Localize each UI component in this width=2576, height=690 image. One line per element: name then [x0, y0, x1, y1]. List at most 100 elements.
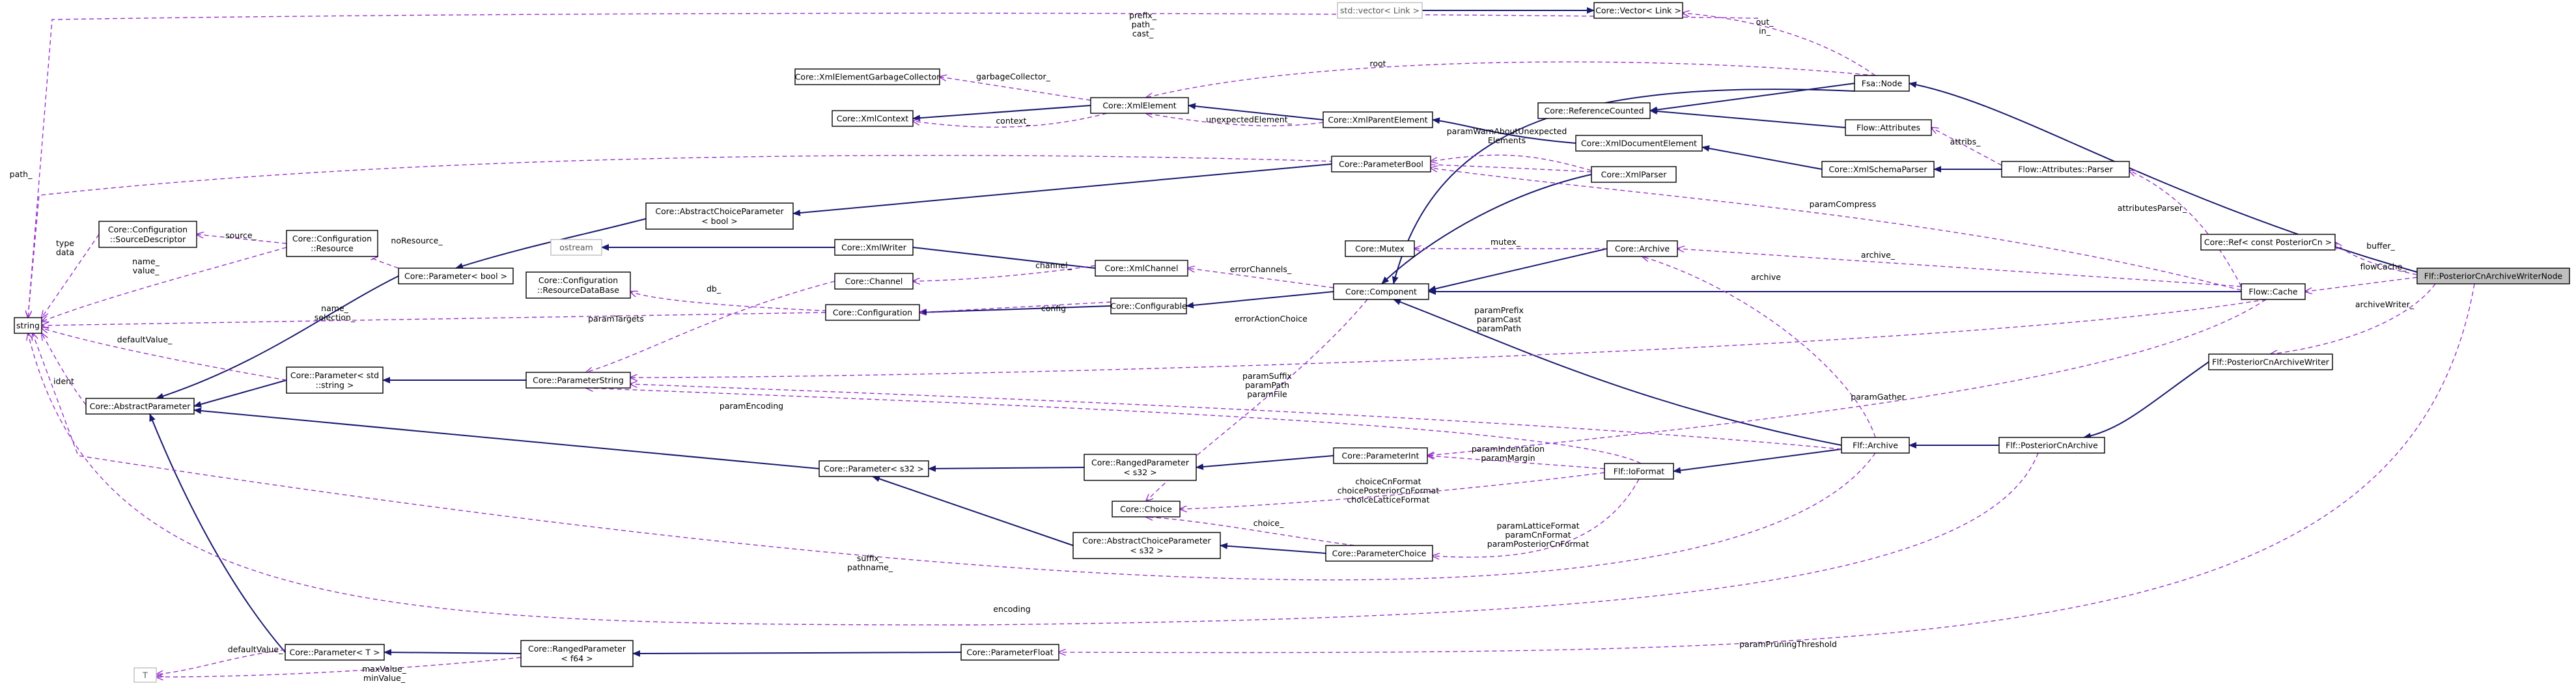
edges	[28, 7, 2475, 677]
inheritance-edge-focus-node	[1909, 81, 2418, 273]
class-node-attributes[interactable]: Flow::Attributes	[1845, 119, 1932, 136]
class-node-label: Core::AbstractChoiceParameter	[655, 206, 784, 216]
class-node-box	[1593, 2, 1683, 19]
class-node-box	[14, 317, 42, 334]
class-node-resources-db[interactable]: Core::Configuration::ResourceDataBase	[525, 271, 631, 299]
class-node-box	[1072, 532, 1221, 559]
class-node-abstract-choice-s32[interactable]: Core::AbstractChoiceParameter< s32 >	[1072, 532, 1221, 559]
class-node-focus[interactable]: Flf::PosteriorCnArchiveWriterNode	[2416, 268, 2570, 284]
usage-edge-out-in	[1683, 13, 1876, 76]
class-node-param-s32[interactable]: Core::Parameter< s32 >	[819, 460, 929, 477]
class-node-abstract-param[interactable]: Core::AbstractParameter	[85, 398, 195, 415]
class-node-label: < s32 >	[1123, 467, 1156, 477]
class-node-abstract-choice-bool[interactable]: Core::AbstractChoiceParameter< bool >	[645, 202, 794, 230]
usage-edge-unexpected-element	[1146, 113, 1324, 126]
class-node-label: ::SourceDescriptor	[110, 234, 186, 244]
class-node-choice[interactable]: Core::Choice	[1112, 501, 1181, 518]
class-node-box	[1325, 545, 1433, 562]
class-node-source-desc[interactable]: Core::Configuration::SourceDescriptor	[98, 221, 197, 248]
class-node-ref-cn[interactable]: Core::Ref< const PosteriorCn >	[2200, 234, 2336, 251]
class-node-flow-cache[interactable]: Flow::Cache	[2241, 283, 2306, 300]
class-node-box	[1841, 437, 1910, 454]
class-node-schema-parser[interactable]: Core::XmlSchemaParser	[1821, 161, 1935, 178]
class-node-label: < f64 >	[561, 654, 593, 663]
class-node-label: Flf::IoFormat	[1614, 467, 1665, 476]
class-node-ostream[interactable]: ostream	[550, 239, 602, 256]
class-node-param-bool-t[interactable]: Core::Parameter< bool >	[398, 268, 514, 284]
class-node-flf-archive[interactable]: Flf::Archive	[1841, 437, 1910, 454]
class-node-label: Core::ParameterBool	[1339, 159, 1423, 169]
class-node-label: Core::Configuration	[539, 275, 618, 285]
class-node-xml-gc[interactable]: Core::XmlElementGarbageCollector	[794, 68, 940, 85]
class-node-ranged-s32[interactable]: Core::RangedParameter< s32 >	[1084, 454, 1197, 481]
class-node-xml-parent[interactable]: Core::XmlParentElement	[1323, 111, 1433, 128]
class-node-param-choice[interactable]: Core::ParameterChoice	[1325, 545, 1433, 562]
class-node-xml-writer[interactable]: Core::XmlWriter	[834, 239, 914, 256]
inheritance-edge-cnarchivewriter-cnarchive	[2083, 361, 2209, 439]
class-node-mutex[interactable]: Core::Mutex	[1345, 240, 1415, 257]
class-node-conf-resource[interactable]: Core::Configuration::Resource	[286, 230, 378, 257]
inheritance-edge-paramstringt-abstractparam	[193, 380, 287, 407]
class-node-configuration[interactable]: Core::Configuration	[825, 304, 920, 321]
class-node-box	[1998, 437, 2105, 454]
class-node-box	[1331, 156, 1431, 172]
class-node-T[interactable]: T	[133, 667, 157, 683]
class-node-label: Flow::Attributes::Parser	[2018, 165, 2113, 174]
class-node-string[interactable]: string	[14, 317, 42, 334]
class-node-box	[1345, 240, 1415, 257]
class-node-label: Core::ParameterInt	[1342, 451, 1420, 461]
class-node-param-T[interactable]: Core::Parameter< T >	[285, 644, 385, 661]
class-node-xml-channel[interactable]: Core::XmlChannel	[1095, 260, 1188, 277]
class-node-param-bool[interactable]: Core::ParameterBool	[1331, 156, 1431, 172]
class-node-param-int[interactable]: Core::ParameterInt	[1333, 447, 1428, 464]
class-node-param-float[interactable]: Core::ParameterFloat	[960, 644, 1059, 661]
class-node-xml-parser[interactable]: Core::XmlParser	[1591, 166, 1677, 183]
class-node-box	[85, 398, 195, 415]
class-node-cn-archive[interactable]: Flf::PosteriorCnArchive	[1998, 437, 2105, 454]
class-node-label: ::Resource	[311, 243, 354, 253]
class-node-label: Core::XmlChannel	[1105, 264, 1179, 273]
class-node-param-string-t[interactable]: Core::Parameter< std::string >	[286, 366, 384, 394]
class-node-archive[interactable]: Core::Archive	[1606, 240, 1678, 257]
class-node-configurable[interactable]: Core::Configurable	[1110, 297, 1187, 314]
class-node-box	[960, 644, 1059, 661]
inheritance-edge-flfarchive-component	[1393, 299, 1842, 446]
class-node-box	[1606, 240, 1678, 257]
usage-edge-param-targets	[586, 281, 835, 372]
edge-label-channel: channel_	[1035, 260, 1072, 270]
class-node-xml-context[interactable]: Core::XmlContext	[832, 110, 914, 127]
class-node-xml-element[interactable]: Core::XmlElement	[1090, 97, 1189, 114]
class-node-box	[520, 640, 634, 667]
edge-label-pruning: paramPruningThreshold	[1739, 639, 1837, 649]
class-node-label: Flf::PosteriorCnArchive	[2006, 441, 2098, 450]
usage-edge-encoding	[28, 333, 2039, 626]
class-node-label: Core::ParameterChoice	[1332, 549, 1427, 559]
class-node-label: Core::XmlElement	[1102, 101, 1176, 111]
class-node-cn-archive-writer[interactable]: Flf::PosteriorCnArchiveWriter	[2208, 353, 2333, 370]
class-node-box	[2001, 161, 2130, 178]
class-node-param-string[interactable]: Core::ParameterString	[525, 372, 631, 389]
class-node-attr-parser[interactable]: Flow::Attributes::Parser	[2001, 161, 2130, 178]
class-node-box	[1333, 447, 1428, 464]
class-node-box	[1084, 454, 1197, 481]
edge-label-flow-cache: flowCache_	[2360, 262, 2407, 271]
class-node-node[interactable]: Fsa::Node	[1854, 75, 1910, 92]
inheritance-edge-attributes-refcounted	[1649, 107, 1846, 128]
class-node-vector-t[interactable]: Core::Vector< Link >	[1593, 2, 1683, 19]
class-node-io-format[interactable]: Flf::IoFormat	[1604, 463, 1674, 480]
class-node-label: Core::Parameter< std	[290, 370, 379, 380]
class-node-label: Core::XmlParentElement	[1328, 115, 1427, 125]
class-node-channel[interactable]: Core::Channel	[834, 273, 914, 290]
edge-label-root: root	[1369, 59, 1386, 68]
class-node-xml-doc[interactable]: Core::XmlDocumentElement	[1575, 135, 1703, 152]
usage-edge-lattice-format	[1433, 478, 1640, 557]
usage-edge-context	[913, 113, 1108, 128]
class-node-ranged-f64[interactable]: Core::RangedParameter< f64 >	[520, 640, 634, 667]
class-node-vector-link[interactable]: std::vector< Link >	[1337, 2, 1423, 19]
class-node-component[interactable]: Core::Component	[1333, 283, 1429, 300]
class-node-box	[550, 239, 602, 256]
inheritance-edge-paramint-ranged	[1196, 455, 1334, 471]
class-node-refcounted[interactable]: Core::ReferenceCounted	[1537, 102, 1651, 119]
